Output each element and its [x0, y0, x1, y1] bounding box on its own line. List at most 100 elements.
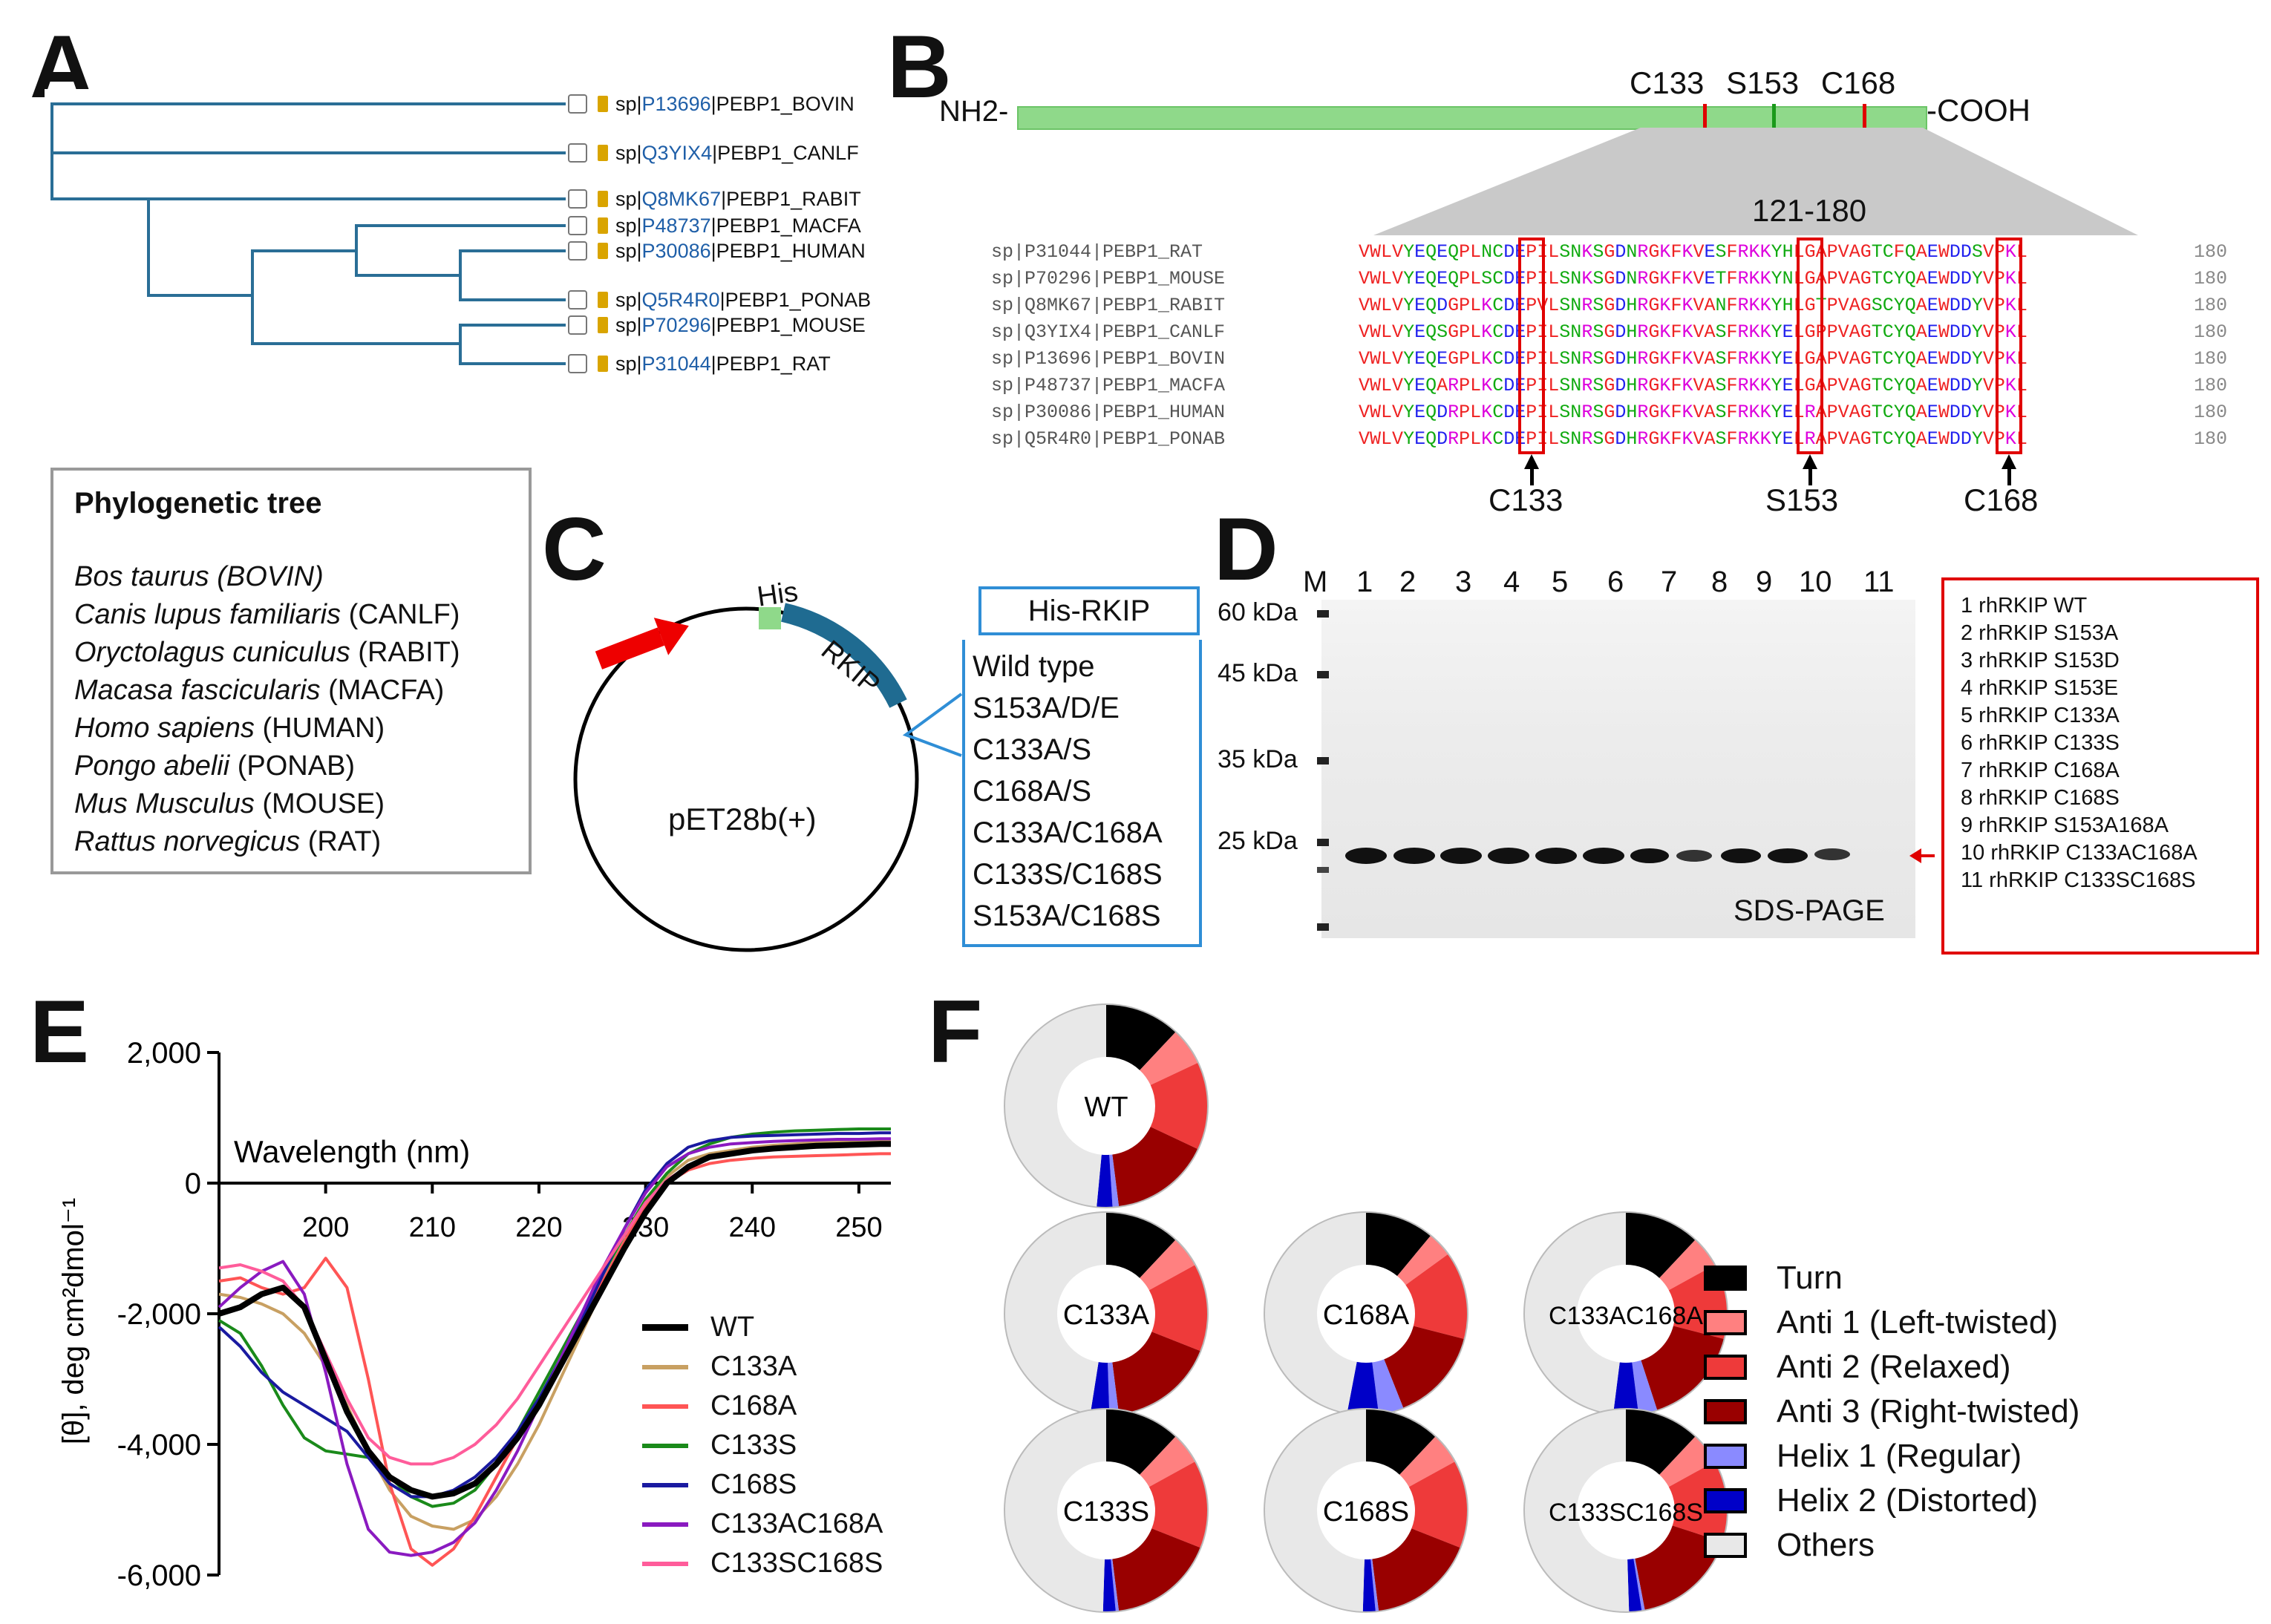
legend-title: Phylogenetic tree: [74, 487, 322, 520]
checkbox-icon[interactable]: [568, 354, 587, 373]
tree-leaf: sp|P13696|PEBP1_BOVIN: [568, 89, 855, 119]
donut-slice: [1090, 1362, 1110, 1415]
donut-c168s: C168S: [1264, 1408, 1468, 1613]
construct-item: C133S/C168S: [973, 858, 1163, 891]
legend-swatch: [1704, 1355, 1747, 1380]
species-item: Homo sapiens (HUMAN): [74, 713, 385, 744]
donut-label: C133SC168S: [1549, 1499, 1703, 1527]
legend-label: C133AC168A: [710, 1508, 883, 1539]
legend-label: Helix 1 (Regular): [1777, 1438, 2022, 1474]
lane-key-item: 4 rhRKIP S153E: [1961, 676, 2119, 700]
checkbox-icon[interactable]: [568, 94, 587, 114]
donut-label: C133AC168A: [1549, 1302, 1703, 1330]
donut-wt: WT: [1004, 1003, 1209, 1208]
x-tick-label: 210: [409, 1212, 456, 1243]
accession-link[interactable]: P48737: [641, 214, 711, 237]
legend-swatch: [642, 1324, 688, 1331]
tree-leaf: sp|P48737|PEBP1_MACFA: [568, 211, 861, 240]
accession-link[interactable]: P31044: [641, 352, 711, 375]
legend-item: C133AC168A: [642, 1505, 883, 1544]
legend-swatch: [1704, 1488, 1747, 1513]
legend-item: WT: [642, 1308, 883, 1347]
donut-slice: [1399, 1436, 1456, 1487]
tag-icon: [598, 243, 608, 259]
callout-lines: [902, 693, 963, 757]
checkbox-icon[interactable]: [568, 315, 587, 335]
y-tick-label: -2,000: [117, 1298, 201, 1331]
donut-label: WT: [1084, 1092, 1128, 1123]
checkbox-icon[interactable]: [568, 189, 587, 209]
donut-slice: [1524, 1212, 1626, 1415]
arrow-label-s153: S153: [1765, 482, 1839, 517]
donut-slice: [1405, 1254, 1468, 1340]
legend-label: Helix 2 (Distorted): [1777, 1482, 2039, 1519]
legend-item: C168S: [642, 1465, 883, 1505]
accession-link[interactable]: Q8MK67: [641, 187, 722, 210]
donut-slice: [1347, 1361, 1379, 1415]
donut-slice: [1659, 1436, 1716, 1487]
species-item: Macasa fascicularis (MACFA): [74, 675, 445, 706]
donut-slice: [1264, 1212, 1366, 1414]
donut-label: C168S: [1323, 1496, 1409, 1528]
donut-slice: [1140, 1240, 1196, 1291]
series-line-c133ac168a: [218, 1137, 891, 1557]
lane-key-item: 8 rhRKIP C168S: [1961, 786, 2120, 810]
tag-icon: [598, 356, 608, 372]
donut-slice: [1109, 1154, 1120, 1208]
legend-item: C133SC168S: [642, 1544, 883, 1583]
checkbox-icon[interactable]: [568, 290, 587, 310]
panel-label-b: B: [887, 17, 952, 117]
site-marker-s153: [1772, 104, 1776, 131]
legend-item: C133S: [642, 1426, 883, 1465]
sequence-row: VWLVYEQSGPLKCDEPILSNRSGDHRGKFKVASFRKKYEL…: [1359, 321, 2027, 343]
panel-label-f: F: [928, 982, 983, 1081]
accession-link[interactable]: Q5R4R0: [641, 288, 720, 311]
lane-key-item: 6 rhRKIP C133S: [1961, 731, 2120, 755]
donut-slice: [1659, 1240, 1716, 1291]
sequence-row: VWLVYEQEQPLSCDEPILSNKSGDNRGKFKVETFRKKYNL…: [1359, 268, 2027, 289]
y-tick-label: -6,000: [117, 1559, 201, 1592]
arrow-label-c133: C133: [1489, 482, 1563, 517]
cooh-terminus: -COOH: [1927, 93, 2030, 128]
tag-icon: [598, 145, 608, 161]
series-line-c133s: [218, 1127, 891, 1508]
donut-slice: [1627, 1559, 1642, 1612]
site-arrows: [1524, 454, 2016, 485]
checkbox-icon[interactable]: [568, 216, 587, 235]
donut-slice: [1397, 1235, 1448, 1286]
band-arrow-icon: [1909, 848, 1935, 863]
construct-item: C133A/S: [973, 733, 1092, 766]
tag-icon: [598, 191, 608, 207]
accession-link[interactable]: P70296: [641, 313, 711, 336]
species-item: Oryctolagus cuniculus (RABIT): [74, 637, 460, 668]
donut-outline: [1004, 1003, 1209, 1208]
donut-slice: [1148, 1264, 1208, 1352]
range-label: 121-180: [1752, 193, 1867, 228]
legend-item: Anti 3 (Right-twisted): [1704, 1389, 2079, 1434]
y-tick-label: -4,000: [117, 1429, 201, 1461]
legend-swatch: [642, 1561, 688, 1566]
checkbox-icon[interactable]: [568, 143, 587, 163]
donut-slice: [1148, 1461, 1208, 1548]
donut-slice: [1111, 1559, 1120, 1612]
donut-slice: [1106, 1212, 1176, 1278]
lane-key-item: 5 rhRKIP C133A: [1961, 704, 2120, 727]
species-item: Mus Musculus (MOUSE): [74, 788, 385, 819]
legend-swatch: [1704, 1399, 1747, 1424]
tag-icon: [598, 317, 608, 333]
plasmid-map: [573, 603, 919, 952]
checkbox-icon[interactable]: [568, 241, 587, 261]
accession-link[interactable]: P30086: [641, 239, 711, 262]
accession-link[interactable]: Q3YIX4: [641, 141, 713, 164]
donut-c133ac168a: C133AC168A: [1523, 1211, 1728, 1416]
legend-label: C168A: [710, 1390, 797, 1421]
donut-slice: [1140, 1032, 1198, 1085]
donut-slice: [1633, 1558, 1645, 1611]
accession-link[interactable]: P13696: [641, 92, 711, 115]
highlight-c168: [1996, 238, 2022, 454]
legend-item: Helix 2 (Distorted): [1704, 1479, 2079, 1523]
legend-label: C133A: [710, 1351, 797, 1382]
donut-label: C133S: [1063, 1496, 1149, 1528]
donut-slice: [1112, 1528, 1201, 1611]
